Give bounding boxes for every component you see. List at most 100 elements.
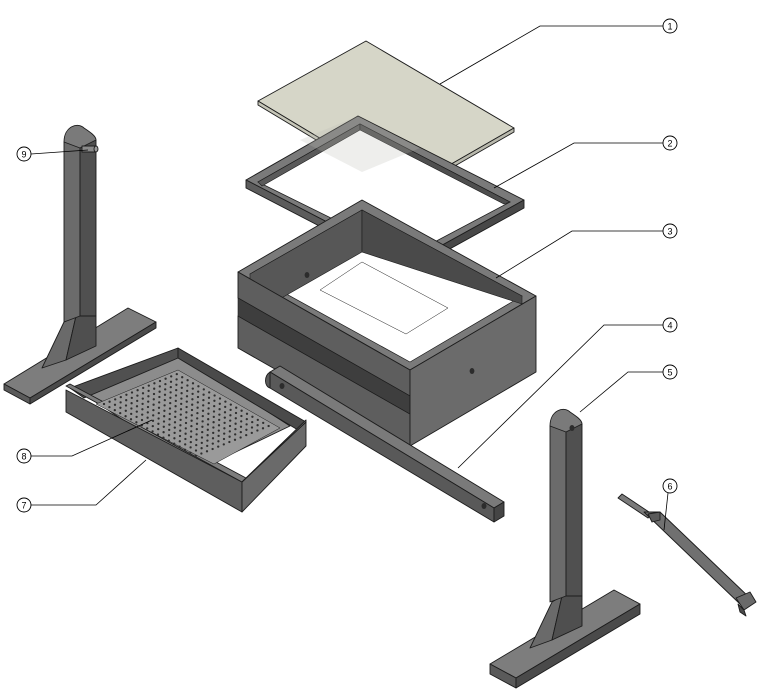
perforation-hole — [239, 425, 243, 428]
perforation-hole — [202, 393, 205, 396]
perforation-hole — [168, 407, 172, 410]
perforation-hole — [130, 391, 134, 394]
perforation-hole — [240, 409, 243, 412]
tray-perforations — [102, 372, 270, 458]
perforation-hole — [152, 392, 156, 396]
perforation-hole — [234, 417, 237, 420]
perforation-hole — [218, 397, 222, 400]
perforation-hole — [195, 443, 198, 447]
perforation-hole — [185, 395, 189, 398]
perforation-hole — [164, 377, 167, 380]
perforation-hole — [224, 405, 227, 409]
perforation-hole — [190, 430, 193, 433]
perforation-hole — [194, 454, 197, 458]
perforation-hole — [213, 399, 216, 402]
perforation-hole — [223, 427, 226, 430]
callout-label-4: 4 — [667, 321, 672, 331]
perforation-hole — [245, 433, 248, 437]
perforation-hole — [190, 414, 193, 417]
perforation-hole — [190, 424, 193, 428]
perforation-hole — [169, 401, 172, 405]
perforation-hole — [152, 414, 155, 417]
perforation-hole — [189, 440, 192, 444]
perforation-hole — [125, 399, 128, 402]
perforation-hole — [234, 411, 238, 415]
callout-bubble-2 — [662, 135, 678, 151]
perforation-hole — [173, 442, 176, 445]
perforation-hole — [212, 415, 215, 419]
perforation-hole — [217, 434, 220, 438]
perforation-hole — [217, 445, 220, 448]
perforation-hole — [151, 430, 154, 433]
perforation-hole — [157, 422, 160, 425]
perforation-hole — [173, 426, 176, 429]
left-stand — [3, 124, 157, 405]
perforation-hole — [201, 420, 204, 423]
perforation-hole — [180, 397, 183, 400]
perforation-hole — [212, 426, 215, 429]
perforation-hole — [130, 412, 133, 416]
perforation-hole — [200, 447, 203, 450]
perforation-hole — [152, 403, 155, 406]
perforation-hole — [119, 406, 122, 409]
callout-bubble-1 — [662, 18, 678, 34]
perforation-hole — [229, 403, 232, 406]
perforation-hole — [146, 405, 150, 409]
perforation-hole — [186, 384, 189, 387]
perforation-hole — [173, 421, 177, 424]
perforation-hole — [206, 428, 209, 431]
perforation-hole — [180, 386, 183, 389]
perforation-hole — [191, 387, 194, 390]
perforation-hole — [175, 388, 178, 392]
perforation-hole — [218, 408, 221, 411]
perforation-hole — [163, 404, 166, 407]
perforation-hole — [183, 448, 187, 451]
perforation-hole — [197, 385, 200, 388]
perforation-hole — [190, 408, 194, 412]
perforation-hole — [180, 402, 183, 406]
perforation-hole — [228, 424, 232, 428]
perforation-hole — [202, 404, 205, 407]
callout-label-5: 5 — [667, 368, 672, 378]
perforation-hole — [211, 442, 214, 445]
perforation-hole — [218, 413, 221, 416]
perforation-hole — [162, 420, 166, 423]
perforation-hole — [202, 398, 205, 402]
perforation-hole — [195, 427, 198, 431]
box — [237, 199, 537, 447]
perforation-hole — [267, 424, 270, 428]
perforation-hole — [146, 411, 149, 414]
perforation-hole — [153, 382, 156, 385]
right-stand — [489, 408, 641, 689]
perforation-hole — [135, 415, 138, 419]
perforation-hole — [179, 413, 182, 416]
perforation-hole — [169, 385, 172, 389]
perforation-hole — [256, 418, 259, 422]
perforation-hole — [157, 417, 160, 420]
perforation-hole — [234, 433, 237, 436]
perforation-hole — [180, 392, 183, 395]
perforation-hole — [140, 418, 144, 422]
perforation-hole — [217, 429, 220, 432]
perforation-hole — [213, 404, 216, 408]
perforation-hole — [113, 408, 116, 412]
perforation-hole — [108, 405, 111, 409]
perforation-hole — [119, 395, 122, 399]
handle-rod — [617, 493, 757, 617]
perforation-hole — [185, 400, 188, 403]
perforation-hole — [234, 427, 237, 431]
perforation-hole — [130, 407, 133, 410]
perforation-hole — [207, 418, 210, 421]
perforation-hole — [191, 392, 194, 396]
perforation-hole — [206, 444, 209, 448]
perforation-hole — [168, 428, 171, 432]
perforation-hole — [196, 406, 199, 409]
perforation-hole — [212, 421, 215, 424]
perforation-hole — [175, 378, 178, 381]
perforation-hole — [229, 414, 232, 417]
callout-bubble-6 — [662, 478, 678, 494]
perforation-hole — [184, 437, 187, 441]
perforation-hole — [251, 420, 254, 424]
perforation-hole — [179, 408, 183, 411]
perforation-hole — [135, 405, 139, 408]
